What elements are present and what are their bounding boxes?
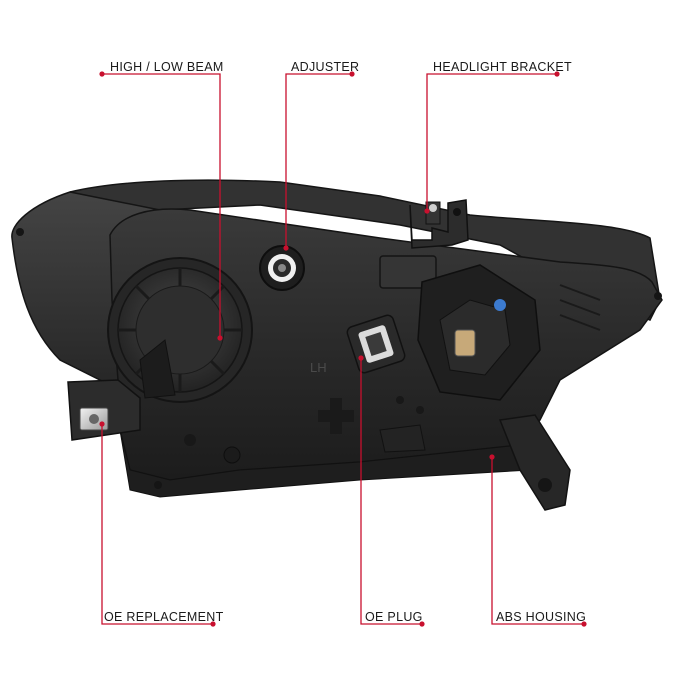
callout-dots [99, 71, 587, 627]
leader-adjuster [285, 73, 352, 248]
leader-high-low-beam [102, 73, 221, 338]
adjuster-knob [259, 245, 305, 291]
leader-oe-plug [360, 358, 422, 625]
headlight-housing: LH [11, 179, 663, 511]
callout-adjuster: ADJUSTER [291, 60, 360, 74]
callout-headlight-bracket: HEADLIGHT BRACKET [433, 60, 572, 74]
callout-oe-plug: OE PLUG [365, 610, 423, 624]
callout-high-low-beam: HIGH / LOW BEAM [110, 60, 224, 74]
callout-lines [101, 73, 584, 625]
leader-oe-replacement [101, 424, 213, 625]
dust-cap [107, 257, 253, 403]
housing-side-marking: LH [310, 360, 327, 375]
leader-headlight-bracket [426, 73, 557, 211]
callout-oe-replacement: OE REPLACEMENT [104, 610, 224, 624]
leader-abs-housing [491, 457, 584, 625]
callout-abs-housing: ABS HOUSING [496, 610, 587, 624]
